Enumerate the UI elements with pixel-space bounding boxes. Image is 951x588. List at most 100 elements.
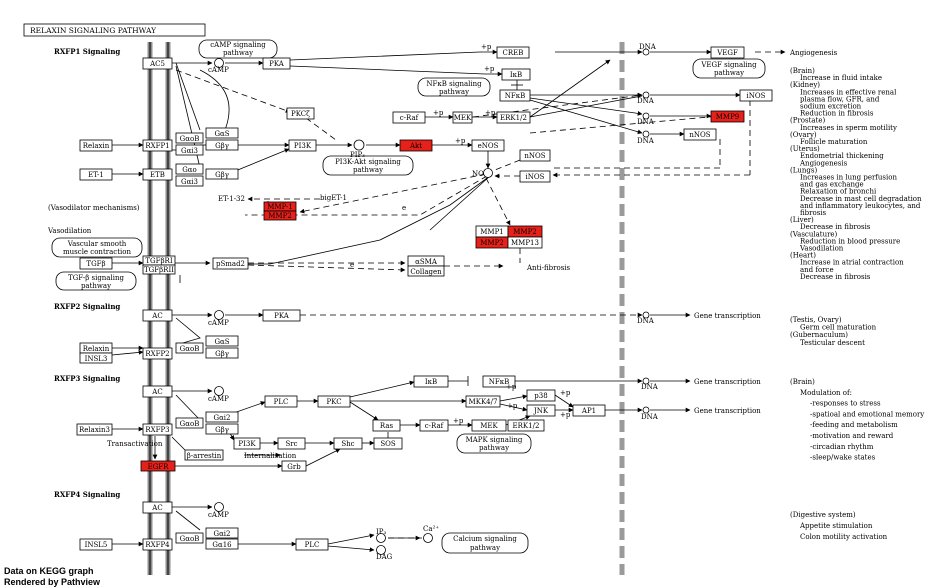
tgfb-pathway-link[interactable]: TGF-β signaling pathway xyxy=(55,271,137,291)
gene-node[interactable]: Relaxin xyxy=(79,139,113,152)
svg-text:Gαo: Gαo xyxy=(182,166,197,174)
gene-node[interactable]: ETB xyxy=(142,168,173,181)
gene-node[interactable]: Gαi2 xyxy=(205,411,239,423)
gene-node[interactable]: iNOS xyxy=(519,170,551,183)
gene-node[interactable]: JNK xyxy=(526,404,556,417)
gene-node[interactable]: AC xyxy=(142,501,173,514)
gene-node[interactable]: RXFP1 xyxy=(142,139,173,152)
gene-node[interactable]: nNOS xyxy=(683,128,717,141)
gene-node[interactable]: Collagen xyxy=(407,265,445,277)
svg-text:EGFR: EGFR xyxy=(148,463,170,471)
gene-node[interactable]: AP1 xyxy=(572,404,606,417)
gene-node[interactable]: iNOS xyxy=(739,89,773,102)
gene-node[interactable]: TGFβ xyxy=(79,257,113,270)
gene-node[interactable]: GαS xyxy=(205,127,239,139)
gene-node[interactable]: Shc xyxy=(333,437,363,450)
gene-node[interactable]: PLC xyxy=(295,538,329,551)
gene-node[interactable]: GαoB xyxy=(175,132,204,144)
gene-node[interactable]: AC xyxy=(142,309,173,322)
gene-node-hit[interactable]: Akt xyxy=(399,139,433,152)
effect-line: Reduction in fibrosis xyxy=(800,110,874,118)
gene-node[interactable]: Gαo xyxy=(175,163,204,175)
gene-node[interactable]: PKCζ xyxy=(286,107,315,120)
gene-node[interactable]: Gα16 xyxy=(205,538,239,550)
gene-node[interactable]: Src xyxy=(277,437,306,450)
gene-node[interactable]: ET-1 xyxy=(79,168,113,181)
gene-node[interactable]: RXFP4 xyxy=(142,538,173,551)
gene-node[interactable]: RXFP2 xyxy=(142,347,173,360)
gene-node[interactable]: MEK xyxy=(471,419,507,432)
gene-node[interactable]: Ras xyxy=(372,419,401,432)
gene-node[interactable]: eNOS xyxy=(471,139,505,152)
mapk-pathway-link[interactable]: MAPK signaling pathway xyxy=(456,433,532,454)
edges xyxy=(111,49,741,553)
gene-node[interactable]: INSL3 xyxy=(79,352,113,364)
gene-node[interactable]: Grb xyxy=(281,460,307,472)
gene-node[interactable]: Gαi2 xyxy=(205,527,239,539)
svg-text:TGF-β signaling: TGF-β signaling xyxy=(68,274,124,282)
gene-node[interactable]: c-Raf xyxy=(419,419,449,432)
gene-node[interactable]: SOS xyxy=(373,437,403,450)
gene-node[interactable]: ERK1/2 xyxy=(496,111,531,124)
vascular-smooth-muscle-pathway-link[interactable]: Vascular smooth muscle contraction xyxy=(51,237,143,258)
gene-node[interactable]: PKC xyxy=(317,395,351,408)
gene-node[interactable]: GαoB xyxy=(175,342,204,354)
gene-node[interactable]: MMP13 xyxy=(507,236,543,249)
gene-node[interactable]: Relaxin xyxy=(79,342,113,354)
gene-node[interactable]: Gβγ xyxy=(205,347,239,359)
gene-node[interactable]: MKK4/7 xyxy=(465,395,501,408)
svg-text:cAMP: cAMP xyxy=(208,511,229,519)
gene-node[interactable]: AC5 xyxy=(142,57,173,70)
gene-node[interactable]: NFκB xyxy=(499,89,531,102)
gene-node[interactable]: ERK1/2 xyxy=(507,419,545,432)
gene-node[interactable]: PKA xyxy=(262,309,301,322)
gene-node[interactable]: Relaxin3 xyxy=(76,423,113,436)
gene-node[interactable]: p38 xyxy=(526,389,556,402)
calcium-pathway-link[interactable]: Calcium signaling pathway xyxy=(441,532,529,554)
gene-node[interactable]: PKA xyxy=(262,57,291,70)
gene-node[interactable]: RXFP3 xyxy=(142,423,173,436)
gene-node[interactable]: IκB xyxy=(501,68,531,81)
gene-node-hit[interactable]: MMP-1 xyxy=(263,201,297,212)
gene-node[interactable]: TGFβRI xyxy=(142,255,176,266)
camp-pathway-link[interactable]: cAMP signaling pathway xyxy=(198,39,278,59)
gene-node[interactable]: GαS xyxy=(205,335,239,347)
gene-node[interactable]: Gαi3 xyxy=(175,175,204,187)
pi3k-akt-pathway-link[interactable]: PI3K-Akt signaling pathway xyxy=(322,155,414,176)
gene-node[interactable]: PI3K xyxy=(288,139,317,152)
gene-node-hit[interactable]: MMP2 xyxy=(475,236,509,249)
gene-node[interactable]: MEK xyxy=(452,111,473,124)
gene-node[interactable]: pSmad2 xyxy=(212,257,249,270)
gene-node[interactable]: IκB xyxy=(413,375,449,388)
gene-node[interactable]: GαoB xyxy=(175,417,204,429)
gene-node[interactable]: c-Raf xyxy=(392,111,426,124)
gene-node[interactable]: Gαi3 xyxy=(175,144,204,156)
gene-node[interactable]: MMP1 xyxy=(475,225,509,238)
gene-node[interactable]: αSMA xyxy=(407,255,445,267)
gene-node[interactable]: PLC xyxy=(264,395,298,408)
vegf-pathway-link[interactable]: VEGF signaling pathway xyxy=(692,58,766,79)
gene-node[interactable]: PI3K xyxy=(233,437,261,450)
gene-node[interactable]: CREB xyxy=(496,46,530,59)
gene-node[interactable]: Gβγ xyxy=(205,168,239,180)
svg-text:DNA: DNA xyxy=(641,413,659,421)
gene-node[interactable]: nNOS xyxy=(519,149,551,162)
gene-node[interactable]: NFκB xyxy=(482,375,516,388)
gene-node[interactable]: VEGF xyxy=(710,46,745,59)
gene-node-hit[interactable]: MMP2 xyxy=(263,210,297,221)
gene-node[interactable]: TGFβRII xyxy=(142,264,176,275)
gene-node-hit[interactable]: EGFR xyxy=(140,460,176,472)
gene-node-hit[interactable]: MMP2 xyxy=(507,225,543,238)
gene-node[interactable]: GαoB xyxy=(175,532,204,544)
nfkb-pathway-link[interactable]: NFκB signaling pathway xyxy=(417,77,491,97)
svg-text:pSmad2: pSmad2 xyxy=(216,260,245,268)
effect-line: (Liver) xyxy=(790,216,814,224)
gene-node[interactable]: Gβγ xyxy=(205,139,239,151)
gene-node[interactable]: β-arrestin xyxy=(184,449,224,461)
gene-node-hit[interactable]: MMP9 xyxy=(710,110,745,123)
effect-line: Colon motility activation xyxy=(800,533,888,541)
gene-node[interactable]: AC xyxy=(142,385,173,398)
gene-node[interactable]: INSL5 xyxy=(79,538,113,551)
svg-text:RXFP4: RXFP4 xyxy=(145,541,170,549)
gene-node[interactable]: Gβγ xyxy=(205,423,239,435)
